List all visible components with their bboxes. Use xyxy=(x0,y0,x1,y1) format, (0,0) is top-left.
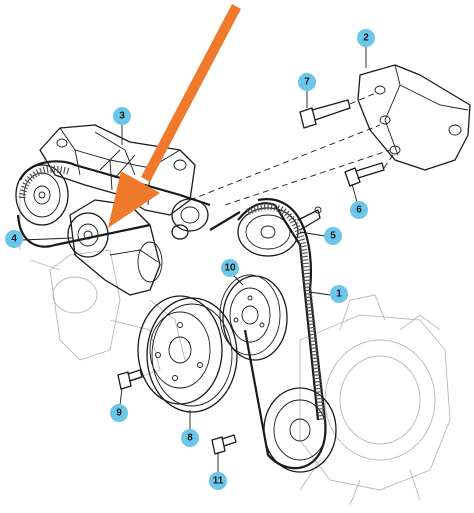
bolt-9 xyxy=(117,369,143,390)
drive-belt-upper xyxy=(16,160,241,248)
callout-7: 7 xyxy=(298,73,316,91)
engine-block-outline xyxy=(19,190,186,381)
bolt-6 xyxy=(344,162,385,187)
leader-lines xyxy=(21,46,367,473)
svg-text:11: 11 xyxy=(213,476,224,487)
callout-9: 9 xyxy=(110,404,128,422)
svg-text:2: 2 xyxy=(363,33,369,44)
svg-text:10: 10 xyxy=(224,263,236,274)
svg-text:8: 8 xyxy=(187,433,193,444)
bolt-7 xyxy=(299,99,351,129)
callout-1: 1 xyxy=(330,285,348,303)
callout-8: 8 xyxy=(181,429,199,447)
callout-6: 6 xyxy=(350,201,368,219)
svg-text:5: 5 xyxy=(330,231,336,242)
svg-text:3: 3 xyxy=(119,111,125,122)
svg-text:4: 4 xyxy=(11,234,17,245)
bracket-2 xyxy=(357,64,471,171)
svg-text:6: 6 xyxy=(356,205,362,216)
callout-5: 5 xyxy=(324,227,342,245)
svg-text:7: 7 xyxy=(304,77,310,88)
orange-pointer-arrow xyxy=(108,4,241,228)
callout-4: 4 xyxy=(5,230,23,248)
svg-text:9: 9 xyxy=(116,408,122,419)
callout-2: 2 xyxy=(357,29,375,47)
idler-pulley xyxy=(171,198,209,240)
svg-text:1: 1 xyxy=(336,289,342,300)
belt-tensioner-4 xyxy=(67,199,163,296)
callout-10: 10 xyxy=(221,259,239,277)
alignment-lines xyxy=(189,91,396,206)
callout-3: 3 xyxy=(113,107,131,125)
crankshaft-pulley-8 xyxy=(137,295,238,413)
drive-belt-1 xyxy=(237,198,327,470)
callout-11: 11 xyxy=(209,472,227,490)
pulley-10 xyxy=(219,274,288,361)
bolt-11 xyxy=(211,434,237,455)
